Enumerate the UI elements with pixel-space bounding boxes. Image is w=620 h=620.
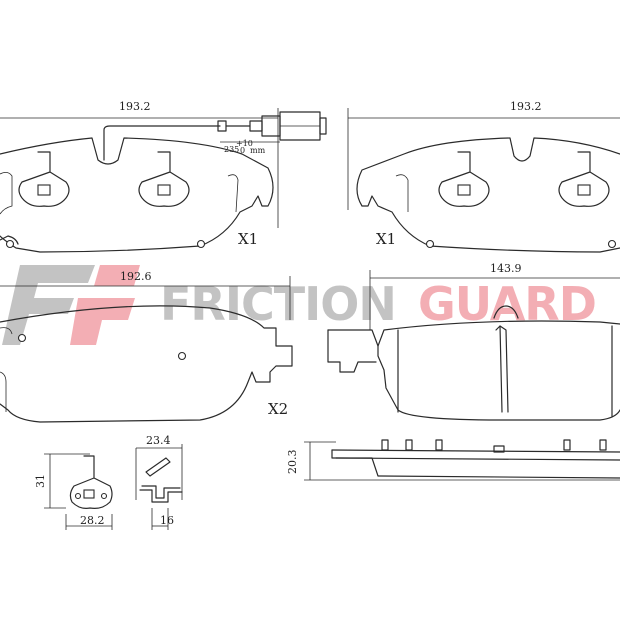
dim-bottom-right-width: 143.9 — [490, 262, 522, 275]
watermark-word-friction: FRICTION — [160, 277, 396, 331]
spring-detail: 23.4 16 — [135, 434, 183, 530]
pad-top-left: 193.2 235 — [0, 100, 327, 253]
qty-bottom-left: X2 — [268, 400, 288, 418]
dim-spring-depth: 16 — [160, 514, 174, 527]
sensor-length: 235 — [224, 145, 239, 154]
pad-top-right: 193.2 X1 — [347, 100, 620, 253]
pad-bottom-right: 143.9 — [327, 262, 620, 421]
dim-top-right-width: 193.2 — [510, 100, 542, 113]
dim-spring-width: 23.4 — [146, 434, 171, 447]
pad-clip-left — [18, 151, 70, 207]
dim-clip-width: 28.2 — [80, 514, 105, 527]
pad-clip-right — [138, 151, 190, 207]
pad-clip-left-2 — [438, 151, 490, 207]
dim-thickness: 20.3 — [286, 450, 299, 475]
qty-top-left: X1 — [238, 230, 258, 248]
dim-clip-height: 31 — [34, 474, 47, 488]
sensor-tolerance-plus: +10 — [236, 139, 253, 148]
pad-bottom-left: 192.6 X2 — [0, 270, 293, 423]
wear-sensor: 235 +10 0 mm — [103, 111, 327, 161]
frictionguard-watermark: FRICTION GUARD — [2, 265, 597, 345]
clip-detail: 31 28.2 — [34, 453, 113, 530]
qty-top-right: X1 — [376, 230, 396, 248]
pad-side-view: 20.3 — [286, 439, 620, 481]
sensor-tolerance-minus: 0 — [240, 146, 245, 155]
watermark-word-guard: GUARD — [418, 277, 596, 331]
pad-clip-right-2 — [558, 151, 610, 207]
dim-top-left-width: 193.2 — [119, 100, 151, 113]
dim-bottom-left-width: 192.6 — [120, 270, 152, 283]
sensor-unit: mm — [250, 146, 266, 155]
